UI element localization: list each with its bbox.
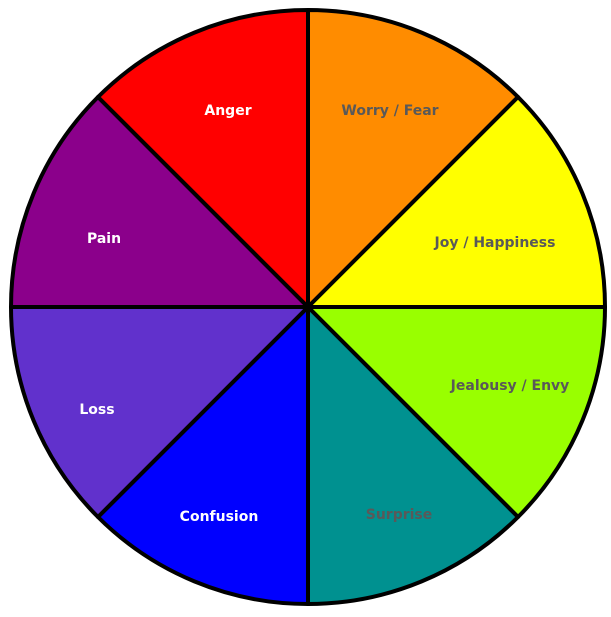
segment-label: Anger: [204, 103, 251, 119]
segment-label: Confusion: [180, 509, 259, 525]
wheel-segment-pain: [9, 94, 310, 309]
segment-label: Surprise: [366, 507, 433, 523]
segment-label: Worry / Fear: [341, 103, 438, 119]
wheel-segment-worry-fear: [306, 8, 521, 309]
segment-label: Jealousy / Envy: [450, 378, 570, 394]
segment-label: Loss: [79, 402, 114, 418]
segment-label: Joy / Happiness: [434, 235, 556, 251]
wheel-segment-jealousy-envy: [306, 305, 607, 520]
segment-label: Pain: [87, 231, 121, 247]
wheel-segment-confusion: [95, 305, 310, 606]
wheel-segment-surprise: [306, 305, 521, 606]
wheel-segment-loss: [9, 305, 310, 520]
wheel-segment-anger: [95, 8, 310, 309]
wheel-segment-joy-happiness: [306, 94, 607, 309]
